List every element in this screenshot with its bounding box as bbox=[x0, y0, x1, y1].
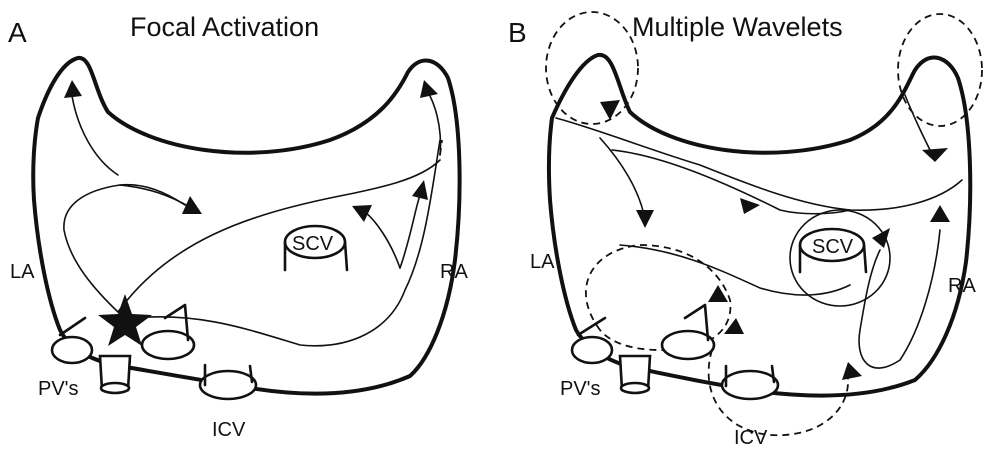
pv-ostium-3 bbox=[662, 331, 714, 359]
la-label: LA bbox=[530, 251, 555, 273]
pv-ostium-1 bbox=[52, 337, 92, 363]
panel-a-title: Focal Activation bbox=[130, 12, 319, 42]
atria-outline bbox=[33, 58, 459, 394]
pvs-label: PV's bbox=[38, 378, 79, 400]
icv-label: ICV bbox=[212, 419, 246, 441]
panel-b-title: Multiple Wavelets bbox=[632, 12, 843, 42]
scv-label: SCV bbox=[812, 236, 854, 258]
panel-b-letter: B bbox=[508, 17, 527, 48]
icv-vessel bbox=[200, 371, 256, 399]
icv-label: ICV bbox=[734, 427, 768, 449]
la-label: LA bbox=[10, 261, 35, 283]
ra-label: RA bbox=[948, 275, 976, 297]
pvs-label: PV's bbox=[560, 378, 601, 400]
icv-vessel bbox=[722, 371, 778, 399]
pv-ostium-3 bbox=[142, 331, 194, 359]
pv-ostium-2 bbox=[621, 383, 649, 393]
ra-label: RA bbox=[440, 261, 468, 283]
panel-a: A Focal Activation SCV bbox=[8, 12, 468, 441]
scv-label: SCV bbox=[292, 233, 334, 255]
panel-a-letter: A bbox=[8, 17, 27, 48]
panel-b: B Multiple Wavelets SCV bbox=[508, 12, 982, 449]
pv-ostium-1 bbox=[572, 337, 612, 363]
pv-ostium-2 bbox=[101, 383, 129, 393]
